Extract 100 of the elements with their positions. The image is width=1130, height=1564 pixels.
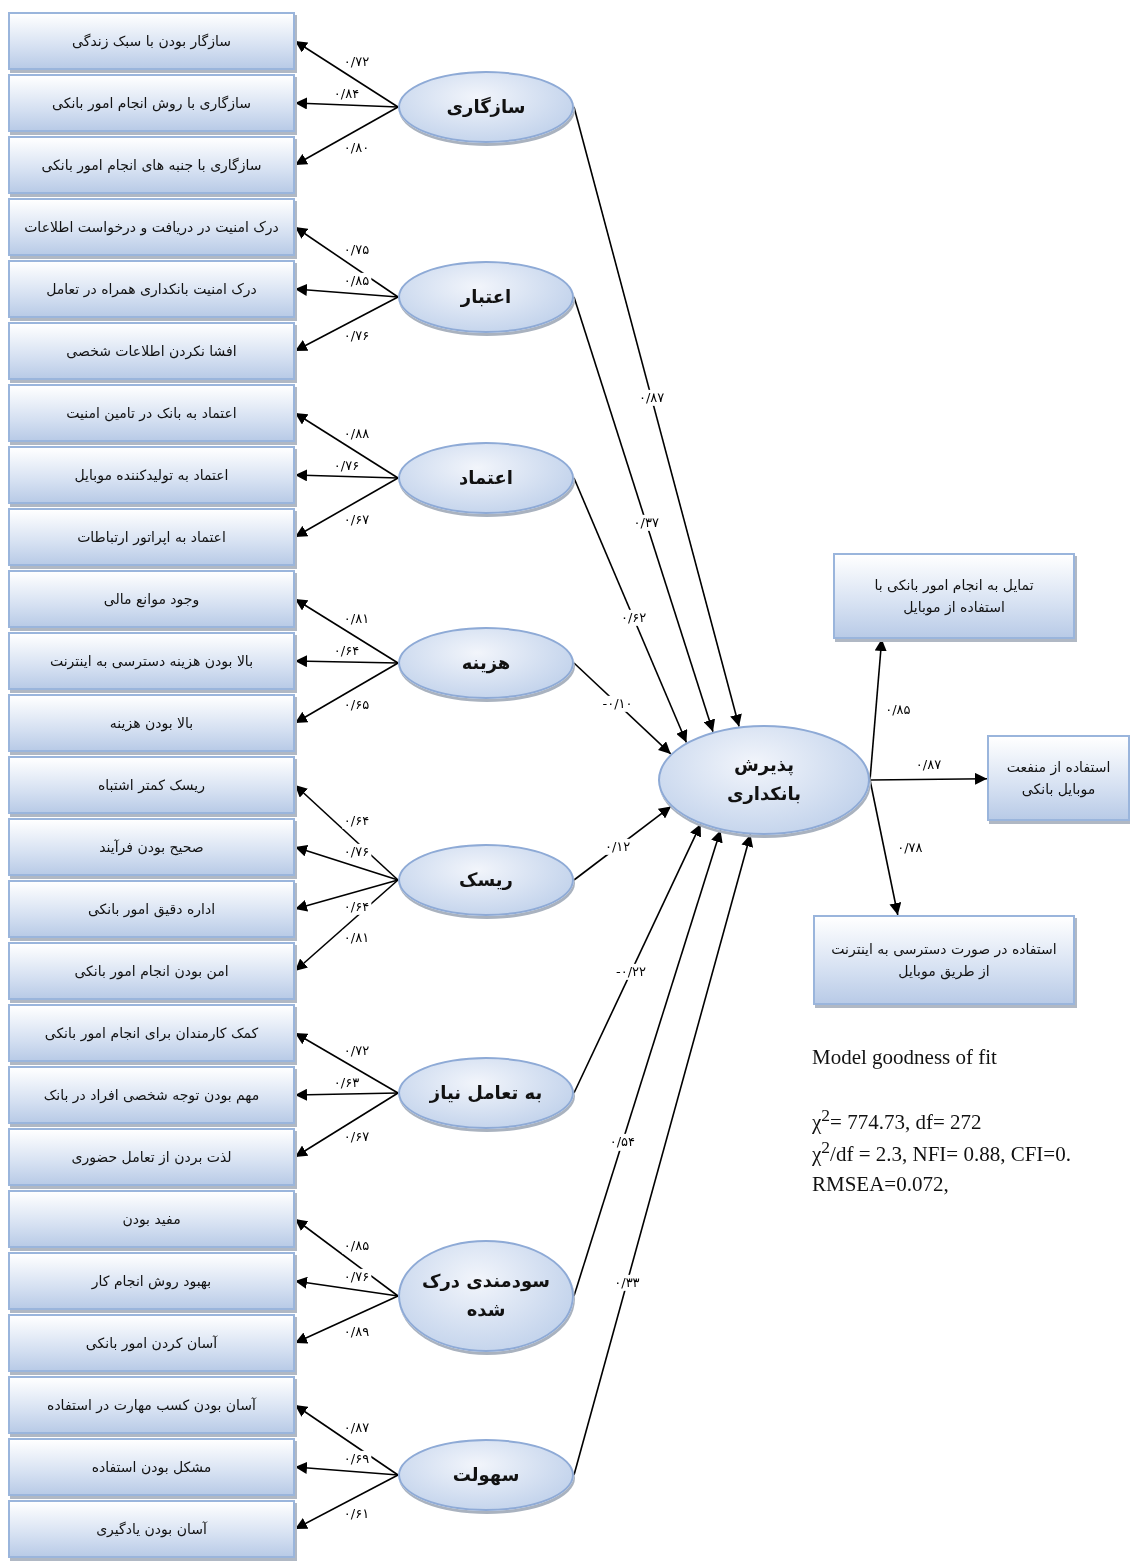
arrow [294, 844, 399, 881]
node-label: سودمندی درک شده [421, 1269, 551, 1322]
indicator-box [8, 1252, 295, 1310]
node-label: استفاده از منفعت موبایل بانکی [1005, 757, 1112, 800]
node-label: اداره دقیق امور بانکی [87, 899, 216, 920]
node-label: مشکل بودن استفاده [91, 1457, 212, 1478]
arrow [294, 469, 399, 482]
node-label: کمک کارمندان برای انجام امور بانکی [44, 1023, 259, 1044]
node-label: مهم بودن توجه شخصی افراد در بانک [43, 1085, 260, 1106]
indicator-box [8, 508, 295, 566]
arrow [294, 1474, 399, 1530]
fit-statistic: χ$^{2}$= 774.73, df= 272 [812, 1105, 982, 1135]
node-label: بالا بودن هزینه [109, 713, 194, 734]
node-label: ریسک کمتر اشتباه [98, 775, 205, 796]
arrow [294, 40, 399, 108]
arrow [294, 1032, 399, 1094]
arrow [573, 296, 716, 733]
node-label: سازگار بودن با سبک زندگی [72, 31, 231, 52]
edge-label: -۰/۲۲ [613, 963, 648, 981]
indicator-box [8, 880, 295, 938]
indicator-box [8, 384, 295, 442]
indicator-box [8, 632, 295, 690]
node-label: سازگاری [446, 94, 526, 119]
node-label: تمایل به انجام امور بانکی با استفاده از موبایل [873, 575, 1035, 618]
arrow [294, 477, 399, 538]
arrow [294, 662, 399, 724]
indicator-box [8, 818, 295, 876]
node-label: ریسک [459, 867, 513, 892]
arrow [294, 1218, 399, 1297]
node-label: مفید بودن [122, 1209, 181, 1230]
arrow [294, 412, 399, 479]
indicator-box [8, 322, 295, 380]
arrow [294, 784, 399, 881]
indicator-box [8, 1314, 295, 1372]
indicator-box [8, 1066, 295, 1124]
arrow [294, 1088, 399, 1101]
construct-ellipse [658, 725, 870, 835]
arrow [573, 477, 688, 744]
fit-statistic: RMSEA=0.072, [812, 1172, 949, 1197]
indicator-box [8, 1190, 295, 1248]
arrow [294, 1276, 399, 1297]
node-label: امن بودن انجام امور بانکی [74, 961, 229, 982]
arrow [294, 106, 399, 166]
arrow [294, 1404, 399, 1476]
arrow [294, 879, 399, 912]
node-label: اعتماد [459, 465, 513, 490]
node-label: استفاده در صورت دسترسی به اینترنت از طریق موبایل [831, 939, 1057, 982]
edge-label: ۰/۱۲ [603, 838, 633, 855]
node-label: درک امنیت در دریافت و درخواست اطلاعات [24, 217, 279, 238]
node-label: صحیح بودن فرآیند [99, 837, 204, 858]
node-label: لذت بردن از تعامل حضوری [71, 1147, 232, 1168]
arrow [294, 1295, 399, 1344]
indicator-box [8, 1004, 295, 1062]
arrow [294, 1092, 399, 1158]
arrow [294, 655, 399, 668]
node-label: بهبود روش انجام کار [91, 1271, 212, 1292]
node-label: پذیرش بانکداری [725, 753, 803, 806]
arrow [869, 772, 988, 785]
indicator-box [8, 694, 295, 752]
node-label: اعتماد به اپراتور ارتباطات [77, 527, 226, 548]
indicator-box [8, 198, 295, 256]
fit-statistic: χ$^{2}$/df = 2.3, NFI= 0.88, CFI=0. [812, 1137, 1071, 1167]
arrow [294, 1461, 399, 1476]
indicator-box [8, 942, 295, 1000]
arrow [294, 296, 399, 352]
arrow [294, 97, 399, 110]
outcome-box [833, 553, 1075, 639]
arrow [294, 598, 399, 664]
arrow [294, 879, 399, 972]
fit-heading: Model goodness of fit [812, 1045, 997, 1070]
node-label: وجود موانع مالی [103, 589, 200, 610]
node-label: آسان کردن امور بانکی [85, 1333, 218, 1354]
indicator-box [8, 1128, 295, 1186]
indicator-box [8, 756, 295, 814]
node-label: هزینه [461, 650, 511, 676]
indicator-box [8, 446, 295, 504]
outcome-box [987, 735, 1130, 821]
node-label: اعتماد به بانک در تامین امنیت [66, 403, 237, 424]
indicator-box [8, 570, 295, 628]
indicator-box [8, 1500, 295, 1558]
node-label: اعتبار [460, 284, 512, 309]
indicator-box [8, 12, 295, 70]
node-label: بالا بودن هزینه دسترسی به اینترنت [49, 651, 254, 672]
indicator-box [8, 1376, 295, 1434]
arrow [294, 226, 399, 298]
indicator-box [8, 260, 295, 318]
node-label: آسان بودن یادگیری [96, 1519, 207, 1540]
node-label: سازگاری با جنبه های انجام امور بانکی [41, 155, 262, 176]
node-label: سازگاری با روش انجام امور بانکی [52, 93, 251, 114]
indicator-box [8, 74, 295, 132]
arrow [294, 283, 399, 298]
outcome-box [813, 915, 1075, 1005]
node-label: اعتماد به تولیدکننده موبایل [74, 465, 229, 486]
node-label: سهولت [452, 1462, 520, 1488]
node-label: افشا نکردن اطلاعات شخصی [66, 341, 237, 362]
node-label: آسان بودن کسب مهارت در استفاده [47, 1395, 256, 1416]
indicator-box [8, 1438, 295, 1496]
indicator-box [8, 136, 295, 194]
node-label: به تعامل نیاز [429, 1080, 543, 1105]
node-label: درک امنیت بانکداری همراه در تعامل [46, 279, 257, 300]
